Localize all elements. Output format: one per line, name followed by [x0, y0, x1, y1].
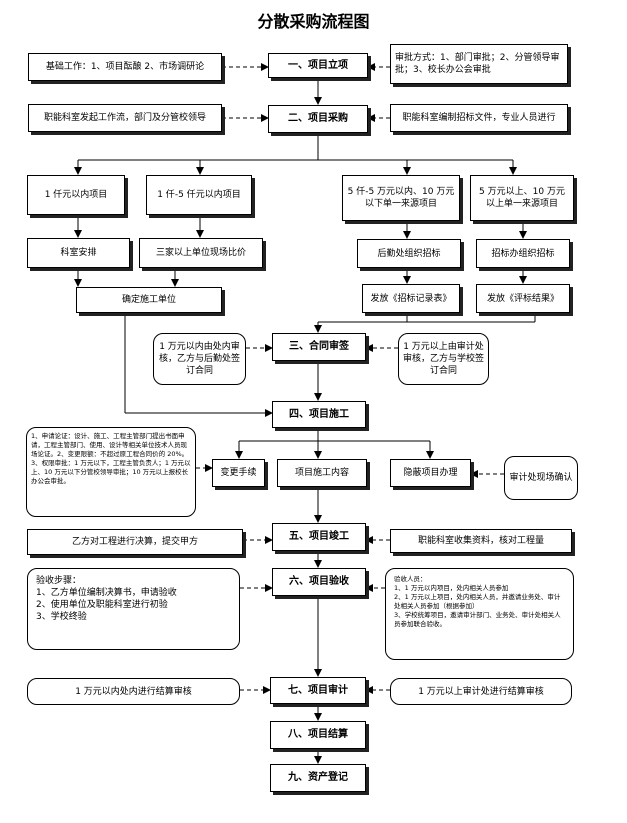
note-audit-large: 1 万元以上审计处进行结算审核 — [390, 678, 572, 705]
note-change-procedure: 1、申请论证：设计、施工、工程主管部门提出书面申请，工程主管部门、使用、设计等相… — [26, 427, 196, 517]
note-approval-mode: 审批方式：1、部门审批；2、分管领导审批；3、校长办公会审批 — [390, 44, 568, 84]
note-issue-record: 发放《招标记录表》 — [362, 284, 460, 313]
step-contract-signing: 三、合同审签 — [272, 333, 366, 361]
step-project-construction: 四、项目施工 — [272, 401, 366, 428]
note-audit-site: 审计处现场确认 — [504, 456, 578, 500]
step-project-initiation: 一、项目立项 — [268, 53, 368, 78]
note-issue-result: 发放《评标结果》 — [476, 284, 570, 313]
note-acceptance-people: 验收人员： 1、1 万元以内项目，处内相关人员参加 2、1 万元以上项目，处内相… — [385, 568, 574, 660]
note-dept-initiate: 职能科室发起工作流，部门及分管校领导 — [28, 104, 222, 132]
acceptance-people-item: 3、学校统筹项目，邀请审计部门、业务处、审计处相关人员参加联合验收。 — [394, 611, 561, 628]
note-basic-work: 基础工作：1、项目酝酿 2、市场调研论 — [28, 53, 222, 81]
note-bid-office: 招标办组织招标 — [476, 239, 570, 268]
note-change-formalities: 变更手续 — [212, 459, 265, 487]
note-contract-large: 1 万元以上由审计处审核，乙方与学校签订合同 — [398, 333, 489, 385]
tier-1k-5k: 1 仟-5 仟元以内项目 — [146, 175, 252, 215]
step-project-settlement: 八、项目结算 — [270, 721, 366, 749]
note-audit-small: 1 万元以内处内进行结算审核 — [27, 678, 240, 705]
tier-under-1k: 1 仟元以内项目 — [27, 175, 125, 215]
step-project-audit: 七、项目审计 — [270, 677, 366, 704]
step-project-acceptance: 六、项目验收 — [272, 568, 366, 596]
note-logistics-bid: 后勤处组织招标 — [357, 239, 461, 268]
note-three-quotes: 三家以上单位现场比价 — [139, 238, 263, 268]
page-title: 分散采购流程图 — [257, 12, 370, 31]
note-contract-small: 1 万元以内由处内审核，乙方与后勤处签订合同 — [153, 333, 246, 385]
note-dept-bidding-doc: 职能科室编制招标文件，专业人员进行 — [390, 104, 568, 132]
note-dept-arrange: 科室安排 — [27, 238, 130, 268]
tier-over-50k: 5 万元以上、10 万元以上单一来源项目 — [470, 175, 574, 221]
note-change-content: 项目施工内容 — [277, 459, 367, 487]
note-dept-receive: 职能科室收集资料，核对工程量 — [390, 529, 572, 553]
step-asset-registration: 九、资产登记 — [270, 764, 366, 792]
note-party-b-settle: 乙方对工程进行决算，提交甲方 — [27, 529, 243, 555]
acceptance-people-title: 验收人员： — [394, 575, 427, 583]
note-hidden-works: 隐蔽项目办理 — [390, 459, 471, 487]
note-confirm-builder: 确定施工单位 — [76, 287, 222, 313]
step-project-procurement: 二、项目采购 — [268, 105, 368, 133]
acceptance-people-item: 1、1 万元以内项目，处内相关人员参加 — [394, 584, 509, 592]
step-project-completion: 五、项目竣工 — [272, 523, 366, 551]
note-acceptance-steps: 验收步骤： 1、乙方单位编制决算书，申请验收 2、使用单位及职能科室进行初验 3… — [27, 568, 240, 650]
tier-5k-50k: 5 仟-5 万元以内、10 万元以下单一来源项目 — [342, 175, 460, 221]
acceptance-people-item: 2、1 万元以上项目，处内相关人员，并邀请业务处、审计处相关人员参加（根据参加） — [394, 593, 561, 610]
